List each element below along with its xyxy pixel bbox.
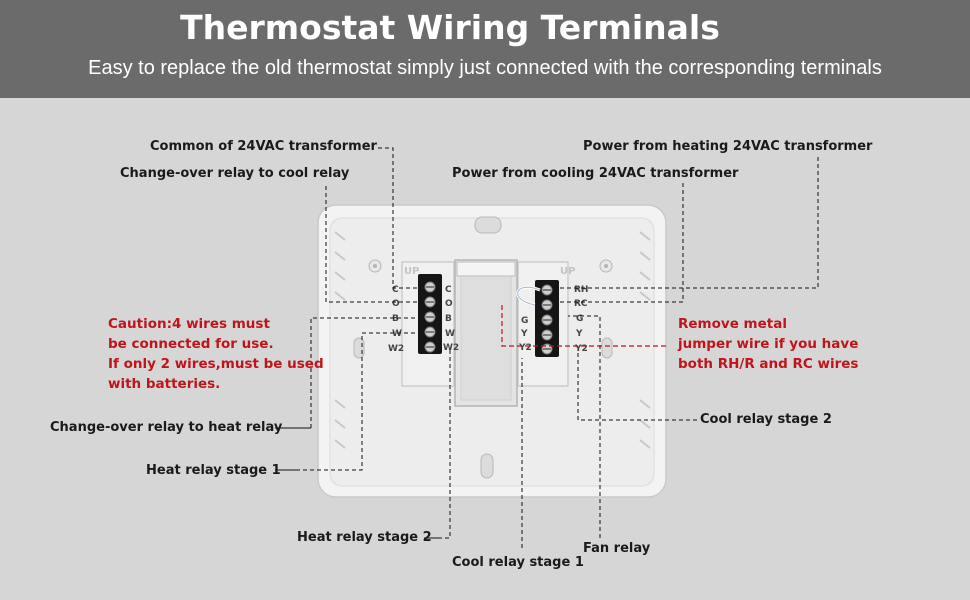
terminal-label: Y2 bbox=[574, 344, 588, 354]
label-heat-stage-1: Heat relay stage 1 bbox=[146, 463, 281, 478]
back-plate bbox=[317, 204, 667, 498]
terminal-label: Y bbox=[575, 329, 583, 339]
label-cool-stage-2: Cool relay stage 2 bbox=[700, 412, 832, 427]
terminal-label: O bbox=[445, 299, 453, 309]
terminal-label: B bbox=[392, 314, 399, 324]
caution-line: be connected for use. bbox=[108, 336, 274, 352]
jumper-pointer bbox=[501, 305, 668, 347]
label-changeover-heat: Change-over relay to heat relay bbox=[50, 420, 283, 435]
terminal-label: RH bbox=[574, 285, 588, 295]
up-mark-left: UP bbox=[404, 266, 419, 277]
caution-line: with batteries. bbox=[108, 376, 221, 392]
terminal-label: W bbox=[392, 329, 402, 339]
label-changeover-cool: Change-over relay to cool relay bbox=[120, 166, 350, 181]
terminal-label: O bbox=[392, 299, 400, 309]
jumper-note-line: both RH/R and RC wires bbox=[678, 356, 859, 372]
solid-leaders bbox=[275, 427, 440, 539]
terminal-label: W bbox=[445, 329, 455, 339]
header-banner: Thermostat Wiring Terminals Easy to repl… bbox=[0, 0, 970, 98]
label-fan-relay: Fan relay bbox=[583, 541, 651, 556]
page-subtitle: Easy to replace the old thermostat simpl… bbox=[88, 57, 882, 79]
leader-lines bbox=[275, 147, 819, 548]
terminal-label: C bbox=[445, 285, 452, 295]
up-mark-right: UP bbox=[560, 266, 575, 277]
caution-note: Caution:4 wires must be connected for us… bbox=[108, 314, 324, 394]
terminal-label: Y bbox=[520, 329, 528, 339]
caution-line: If only 2 wires,must be used bbox=[108, 356, 324, 372]
label-common-24vac: Common of 24VAC transformer bbox=[150, 139, 377, 154]
jumper-note-line: jumper wire if you have bbox=[678, 336, 859, 352]
caution-line: Caution:4 wires must bbox=[108, 316, 270, 332]
terminal-label: RC bbox=[574, 299, 588, 309]
label-cool-stage-1: Cool relay stage 1 bbox=[452, 555, 584, 570]
label-power-cooling: Power from cooling 24VAC transformer bbox=[452, 166, 739, 181]
terminal-label: G bbox=[521, 316, 528, 326]
terminal-label: C bbox=[392, 285, 399, 295]
terminal-label: G bbox=[576, 314, 583, 324]
terminal-label: B bbox=[445, 314, 452, 324]
label-power-heating: Power from heating 24VAC transformer bbox=[583, 139, 873, 154]
terminal-label: W2 bbox=[388, 344, 404, 354]
page-title: Thermostat Wiring Terminals bbox=[180, 8, 720, 47]
terminal-label: W2 bbox=[443, 343, 459, 353]
right-terminal-block bbox=[535, 280, 559, 357]
jumper-note: Remove metal jumper wire if you have bot… bbox=[678, 314, 858, 374]
left-terminal-block bbox=[418, 274, 442, 354]
jumper-note-line: Remove metal bbox=[678, 316, 787, 332]
terminal-label: Y2 bbox=[518, 343, 532, 353]
label-heat-stage-2: Heat relay stage 2 bbox=[297, 530, 432, 545]
